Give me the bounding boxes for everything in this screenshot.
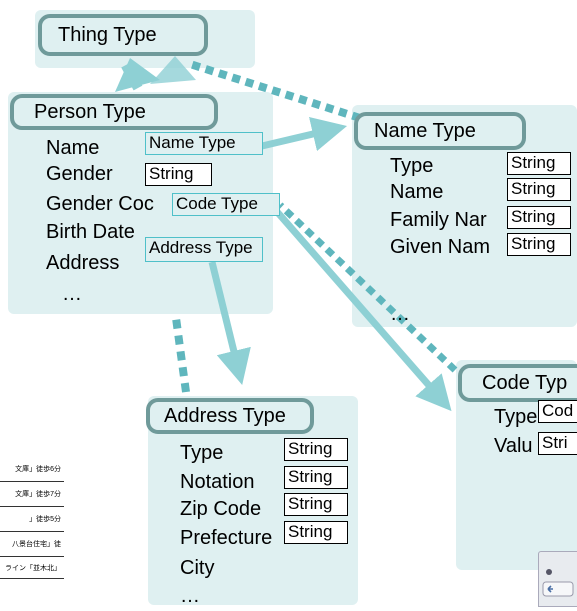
arrowhead-thing [115,58,160,92]
ref-name-type [261,116,348,152]
ref-code-type [269,203,452,412]
name-tag-string-2: String [507,178,571,201]
address-field-prefecture: Prefecture [180,527,273,549]
code-field-value: Valu [494,435,533,457]
person-field-address: Address [46,252,120,274]
side-table-row: 文庫」徒歩7分 [0,482,64,507]
address-field-notation: Notation [180,471,255,493]
person-tag-address-type: Address Type [145,237,263,262]
side-table-row: 文庫」徒歩6分 [0,457,64,482]
inherit-name-to-thing [188,60,362,122]
person-type-title: Person Type [10,94,218,130]
name-tag-string-1: String [507,152,571,175]
browser-back-icon [542,569,574,597]
address-field-type: Type [180,442,224,464]
name-field-more: … [390,303,410,325]
address-type-title: Address Type [146,398,314,434]
name-tag-string-3: String [507,206,571,229]
person-field-name: Name [46,137,100,159]
person-field-more: … [62,283,82,305]
thing-type-title: Thing Type [38,14,208,56]
code-tag-string: Stri [538,432,577,455]
person-field-birth-date: Birth Date [46,221,135,243]
side-table-row: 」徒歩5分 [0,507,64,532]
side-table-row: 八景台住宅」徒 [0,532,64,557]
code-type-title: Code Typ [458,364,577,402]
side-table: 文庫」徒歩6分 文庫」徒歩7分 」徒歩5分 八景台住宅」徒 ライン「並木北」 [0,457,64,579]
name-field-given-name: Given Nam [390,236,491,258]
address-field-city: City [180,557,215,579]
address-tag-string-3: String [284,493,348,516]
person-field-gender: Gender [46,163,113,185]
name-tag-string-4: String [507,233,571,256]
side-table-row: ライン「並木北」 [0,557,64,579]
address-tag-string-4: String [284,521,348,544]
browser-window-fragment [538,551,577,607]
person-tag-name-type: Name Type [145,132,263,155]
code-field-type: Type [494,406,538,428]
name-field-family-name: Family Nar [390,209,487,231]
address-field-more: … [180,585,200,607]
ref-address-type [208,261,251,385]
arrowhead-thing-2 [150,56,196,84]
code-tag-code: Cod [538,400,577,423]
address-tag-string-1: String [284,438,348,461]
address-tag-string-2: String [284,466,348,489]
address-field-zip-code: Zip Code [180,498,262,520]
person-tag-string: String [145,163,212,186]
name-field-name: Name [390,181,444,203]
inherit-code-to-thing [277,202,458,373]
name-type-title: Name Type [354,112,526,150]
inherit-address-to-thing [172,317,190,393]
person-tag-code-type: Code Type [172,193,280,216]
person-field-gender-code: Gender Coc [46,193,154,215]
name-field-type: Type [390,155,434,177]
